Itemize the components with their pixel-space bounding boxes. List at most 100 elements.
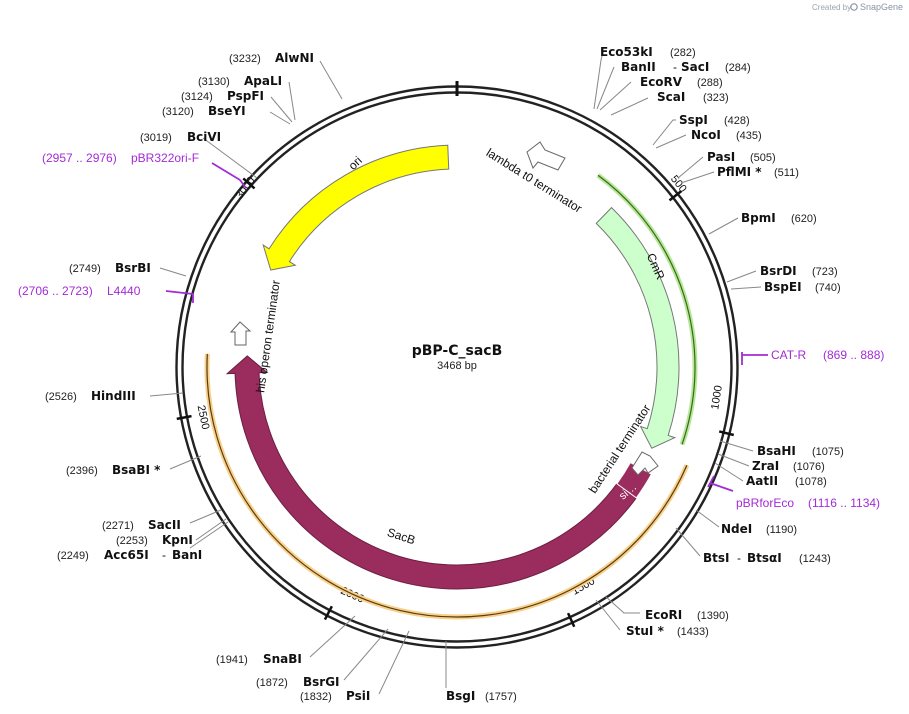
terminator-his-operon-label: his operon terminator — [253, 279, 283, 393]
enzyme-bpmi-pos: (620) — [791, 213, 817, 225]
enzyme-labels: Eco53kI (282) BanII - SacI (284) EcoRV (… — [45, 45, 844, 703]
enzyme-psii: PsiI — [346, 689, 370, 703]
primer-cat-r-name: CAT-R — [771, 348, 806, 362]
primer-pbrforeco-name: pBRforEco — [736, 496, 794, 510]
enzyme-bsabi-pos: (2396) — [66, 465, 98, 477]
enzyme-pasi-pos: (505) — [750, 152, 776, 164]
terminator-his-operon-icon — [229, 321, 252, 346]
primer-labels: CAT-R (869 .. 888) pBRforEco (1116 .. 11… — [18, 151, 884, 510]
enzyme-apali-pos: (3130) — [198, 76, 230, 88]
plasmid-name: pBP-C_sacB — [412, 343, 503, 359]
enzyme-acc65i: Acc65I — [104, 548, 149, 562]
feature-sacb-arrow[interactable] — [225, 355, 638, 590]
enzyme-snabi: SnaBI — [263, 652, 302, 666]
enzyme-scai: ScaI — [657, 90, 685, 104]
enzyme-acc65i-dash: - — [162, 548, 166, 562]
credit-brand: SnapGene — [860, 2, 903, 12]
tick-2000 — [323, 605, 333, 621]
enzyme-psii-pos: (1832) — [300, 691, 332, 703]
enzyme-kpni-pos: (2253) — [116, 535, 148, 547]
enzyme-bani: BanI — [172, 548, 202, 562]
tick-500 — [668, 190, 683, 202]
primer-pbrforeco-range: (1116 .. 1134) — [808, 496, 880, 510]
enzyme-bsrgi-pos: (1872) — [256, 677, 288, 689]
primer-mark-l4440 — [165, 290, 194, 303]
terminator-bacterial-icon — [631, 451, 659, 476]
enzyme-bseyi-pos: (3120) — [162, 106, 194, 118]
enzyme-stui-pos: (1433) — [677, 626, 709, 638]
enzyme-bcivi-pos: (3019) — [140, 132, 172, 144]
primer-mark-pbr322ori-f — [211, 162, 247, 189]
primer-l4440-range: (2706 .. 2723) — [18, 284, 93, 298]
enzyme-bsrgi: BsrGI — [303, 675, 340, 689]
tick-1000 — [718, 430, 735, 437]
enzyme-alwni: AlwNI — [275, 51, 314, 65]
feature-cmr-arrow[interactable] — [595, 206, 680, 449]
enzyme-scai-pos: (323) — [703, 92, 729, 104]
feature-signal-peptide[interactable] — [616, 461, 653, 499]
primer-l4440-name: L4440 — [107, 284, 141, 298]
enzyme-leader-lines — [149, 51, 762, 695]
enzyme-bcivi: BciVI — [187, 130, 221, 144]
enzyme-eco53ki-pos: (282) — [670, 47, 696, 59]
primer-mark-pbrforeco — [707, 475, 734, 492]
tick-label-1000: 1000 — [709, 385, 725, 411]
enzyme-ndei-pos: (1190) — [766, 524, 797, 536]
enzyme-bsrdi: BsrDI — [760, 264, 797, 278]
tick-3000 — [242, 177, 256, 190]
feature-ori-arrow[interactable] — [262, 144, 450, 271]
enzyme-ecori: EcoRI — [645, 608, 682, 622]
enzyme-bsrbi: BsrBI — [115, 261, 151, 275]
enzyme-ecorv: EcoRV — [640, 75, 683, 89]
credit-prefix: Created by — [812, 3, 851, 12]
snapgene-credit: Created by SnapGene — [812, 2, 903, 12]
enzyme-alwni-pos: (3232) — [229, 53, 261, 65]
backbone — [175, 81, 739, 649]
enzyme-sspi: SspI — [679, 113, 708, 127]
map-center: pBP-C_sacB 3468 bp — [412, 343, 503, 372]
enzyme-pspfi: PspFI — [227, 89, 264, 103]
enzyme-snabi-pos: (1941) — [216, 654, 248, 666]
enzyme-btsi-dash: - — [737, 551, 741, 565]
enzyme-bsahi-pos: (1075) — [812, 446, 844, 458]
enzyme-aatii: AatII — [746, 474, 778, 488]
enzyme-ecorv-pos: (288) — [697, 77, 723, 89]
enzyme-bsgi: BsgI — [446, 689, 475, 703]
enzyme-btsai: BtsαI — [747, 551, 782, 565]
enzyme-bseyi: BseYI — [208, 104, 246, 118]
tick-2500 — [176, 414, 192, 421]
enzyme-sspi-pos: (428) — [724, 115, 750, 127]
enzyme-eco53ki: Eco53kI — [600, 45, 653, 59]
primer-mark-cat-r — [741, 352, 768, 365]
enzyme-sacii: SacII — [148, 518, 181, 532]
enzyme-banii-pos: (284) — [725, 62, 751, 74]
enzyme-btsi: BtsI — [703, 551, 730, 565]
enzyme-pflmi-pos: (511) — [774, 167, 799, 179]
cmr-outer-strip-core — [597, 174, 696, 445]
terminators: lambda t0 terminator bacterial terminato… — [229, 141, 659, 496]
plasmid-size: 3468 bp — [437, 360, 477, 372]
snapgene-logo-icon — [850, 3, 858, 11]
enzyme-bsrdi-pos: (723) — [812, 266, 838, 278]
enzyme-sacii-pos: (2271) — [102, 520, 134, 532]
enzyme-banii: BanII — [621, 60, 656, 74]
tick-label-2500: 2500 — [195, 404, 212, 430]
primer-pbr322ori-f-name: pBR322ori-F — [131, 151, 199, 165]
enzyme-acc65i-pos: (2249) — [57, 550, 89, 562]
primer-marks — [165, 162, 768, 492]
enzyme-bspei-pos: (740) — [815, 282, 841, 294]
enzyme-bspei: BspEI — [764, 280, 802, 294]
primer-cat-r-range: (869 .. 888) — [823, 348, 884, 362]
enzyme-ndei: NdeI — [721, 522, 752, 536]
terminator-lambda-t0-icon — [526, 141, 566, 171]
enzyme-ncoi: NcoI — [691, 128, 721, 142]
primer-pbr322ori-f-range: (2957 .. 2976) — [42, 151, 117, 165]
enzyme-bsahi: BsaHI — [757, 444, 796, 458]
enzyme-btsai-pos: (1243) — [799, 553, 831, 565]
sacb-outer-strip-core — [206, 353, 688, 618]
enzyme-ecori-pos: (1390) — [697, 610, 729, 622]
enzyme-hindiii: HindIII — [91, 389, 136, 403]
enzyme-bsrbi-pos: (2749) — [69, 263, 101, 275]
enzyme-kpni: KpnI — [162, 533, 193, 547]
